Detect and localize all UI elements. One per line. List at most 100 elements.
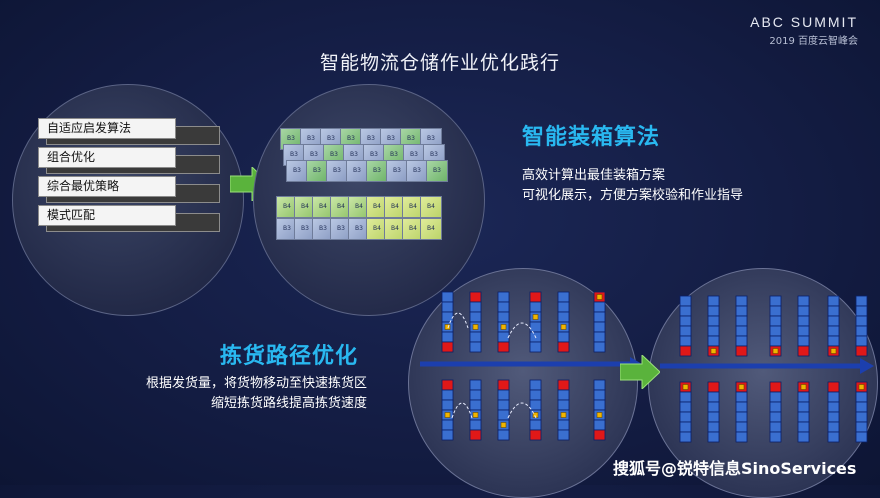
strategy-item: 模式匹配 bbox=[38, 205, 228, 233]
shelf-slot bbox=[497, 379, 510, 391]
shelf-slot bbox=[735, 325, 748, 337]
picking-path-diagram bbox=[420, 291, 874, 443]
shelf-slot bbox=[497, 291, 510, 303]
shelf-slot bbox=[529, 291, 542, 303]
item-marker bbox=[560, 324, 567, 330]
watermark: 搜狐号@锐特信息SinoServices bbox=[613, 459, 857, 478]
shelf-slot bbox=[497, 409, 510, 421]
item-marker bbox=[444, 324, 451, 330]
shelf-slot bbox=[855, 295, 868, 307]
shelf-slot bbox=[441, 379, 454, 391]
shelf-slot bbox=[497, 311, 510, 323]
package-box: B3 bbox=[426, 160, 448, 182]
item-marker bbox=[800, 384, 807, 390]
shelf-slot bbox=[707, 421, 720, 433]
package-box: B3 bbox=[326, 160, 348, 182]
item-marker bbox=[596, 294, 603, 300]
item-marker bbox=[500, 324, 507, 330]
strategy-item: 组合优化 bbox=[38, 147, 228, 175]
shelf-slot bbox=[769, 401, 782, 413]
shelf-slot bbox=[593, 429, 606, 441]
shelf-slot bbox=[735, 295, 748, 307]
shelf-slot bbox=[827, 325, 840, 337]
picking-line: 根据发货量，将货物移动至快速拣货区 bbox=[145, 376, 367, 391]
shelf-slot bbox=[469, 311, 482, 323]
shelf-slot bbox=[827, 381, 840, 393]
shelf-slot bbox=[769, 295, 782, 307]
item-marker bbox=[858, 384, 865, 390]
shelf-slot bbox=[529, 379, 542, 391]
shelf-slot bbox=[593, 419, 606, 431]
shelf-slot bbox=[827, 431, 840, 443]
package-box: B3 bbox=[386, 160, 408, 182]
shelf-slot bbox=[797, 421, 810, 433]
smart-packing-description: 高效计算出最佳装箱方案 可视化展示，方便方案校验和作业指导 bbox=[522, 166, 743, 206]
shelf-slot bbox=[679, 335, 692, 347]
shelf-slot bbox=[557, 429, 570, 441]
item-marker bbox=[738, 384, 745, 390]
shelf-slot bbox=[497, 301, 510, 313]
brand-subtitle: 2019 百度云智峰会 bbox=[769, 36, 858, 47]
shelf-slot bbox=[735, 315, 748, 327]
shelf-slot bbox=[529, 301, 542, 313]
shelf-slot bbox=[469, 429, 482, 441]
shelf-slot bbox=[707, 431, 720, 443]
item-marker bbox=[500, 422, 507, 428]
shelf-slot bbox=[557, 301, 570, 313]
package-box: B4 bbox=[384, 196, 406, 218]
shelf-slot bbox=[441, 311, 454, 323]
shelf-slot bbox=[735, 345, 748, 357]
shelf-slot bbox=[529, 419, 542, 431]
shelf-slot bbox=[441, 341, 454, 353]
item-marker bbox=[444, 412, 451, 418]
shelf-slot bbox=[469, 341, 482, 353]
shelf-slot bbox=[855, 431, 868, 443]
smart-packing-line: 可视化展示，方便方案校验和作业指导 bbox=[522, 188, 744, 203]
shelf-slot bbox=[797, 325, 810, 337]
strategy-item: 自适应启发算法 bbox=[38, 118, 228, 146]
strategy-label: 综合最优策略 bbox=[38, 176, 176, 197]
shelf-slot bbox=[557, 379, 570, 391]
shelf-slot bbox=[469, 331, 482, 343]
shelf-slot bbox=[769, 391, 782, 403]
shelf-slot bbox=[707, 325, 720, 337]
shelf-slot bbox=[679, 411, 692, 423]
item-marker bbox=[830, 348, 837, 354]
shelf-slot bbox=[441, 291, 454, 303]
strategy-label: 组合优化 bbox=[38, 147, 176, 168]
shelf-slot bbox=[707, 315, 720, 327]
shelf-slot bbox=[593, 311, 606, 323]
shelf-slot bbox=[557, 389, 570, 401]
package-box: B3 bbox=[366, 160, 388, 182]
shelf-slot bbox=[469, 301, 482, 313]
shelf-slot bbox=[827, 421, 840, 433]
shelf-slot bbox=[769, 381, 782, 393]
strategy-list: 自适应启发算法 组合优化 综合最优策略 模式匹配 bbox=[38, 118, 228, 234]
shelf-slot bbox=[735, 421, 748, 433]
shelf-slot bbox=[769, 325, 782, 337]
shelf-slot bbox=[593, 321, 606, 333]
shelf-slot bbox=[529, 389, 542, 401]
shelf-slot bbox=[529, 399, 542, 411]
shelf-slot bbox=[707, 381, 720, 393]
shelf-slot bbox=[855, 345, 868, 357]
shelf-slot bbox=[593, 399, 606, 411]
shelf-slot bbox=[827, 401, 840, 413]
shelf-slot bbox=[769, 421, 782, 433]
shelf-slot bbox=[735, 335, 748, 347]
shelf-slot bbox=[827, 335, 840, 347]
picking-heading: 拣货路径优化 bbox=[220, 344, 359, 369]
shelf-slot bbox=[557, 311, 570, 323]
shelf-slot bbox=[679, 431, 692, 443]
package-box: B3 bbox=[286, 160, 308, 182]
shelf-slot bbox=[707, 391, 720, 403]
shelf-slot bbox=[769, 305, 782, 317]
shelf-slot bbox=[593, 341, 606, 353]
shelf-slot bbox=[797, 411, 810, 423]
shelf-slot bbox=[827, 295, 840, 307]
shelf-slot bbox=[735, 305, 748, 317]
pick-path bbox=[507, 402, 537, 419]
shelf-slot bbox=[855, 305, 868, 317]
shelf-slot bbox=[827, 315, 840, 327]
shelf-slot bbox=[735, 431, 748, 443]
